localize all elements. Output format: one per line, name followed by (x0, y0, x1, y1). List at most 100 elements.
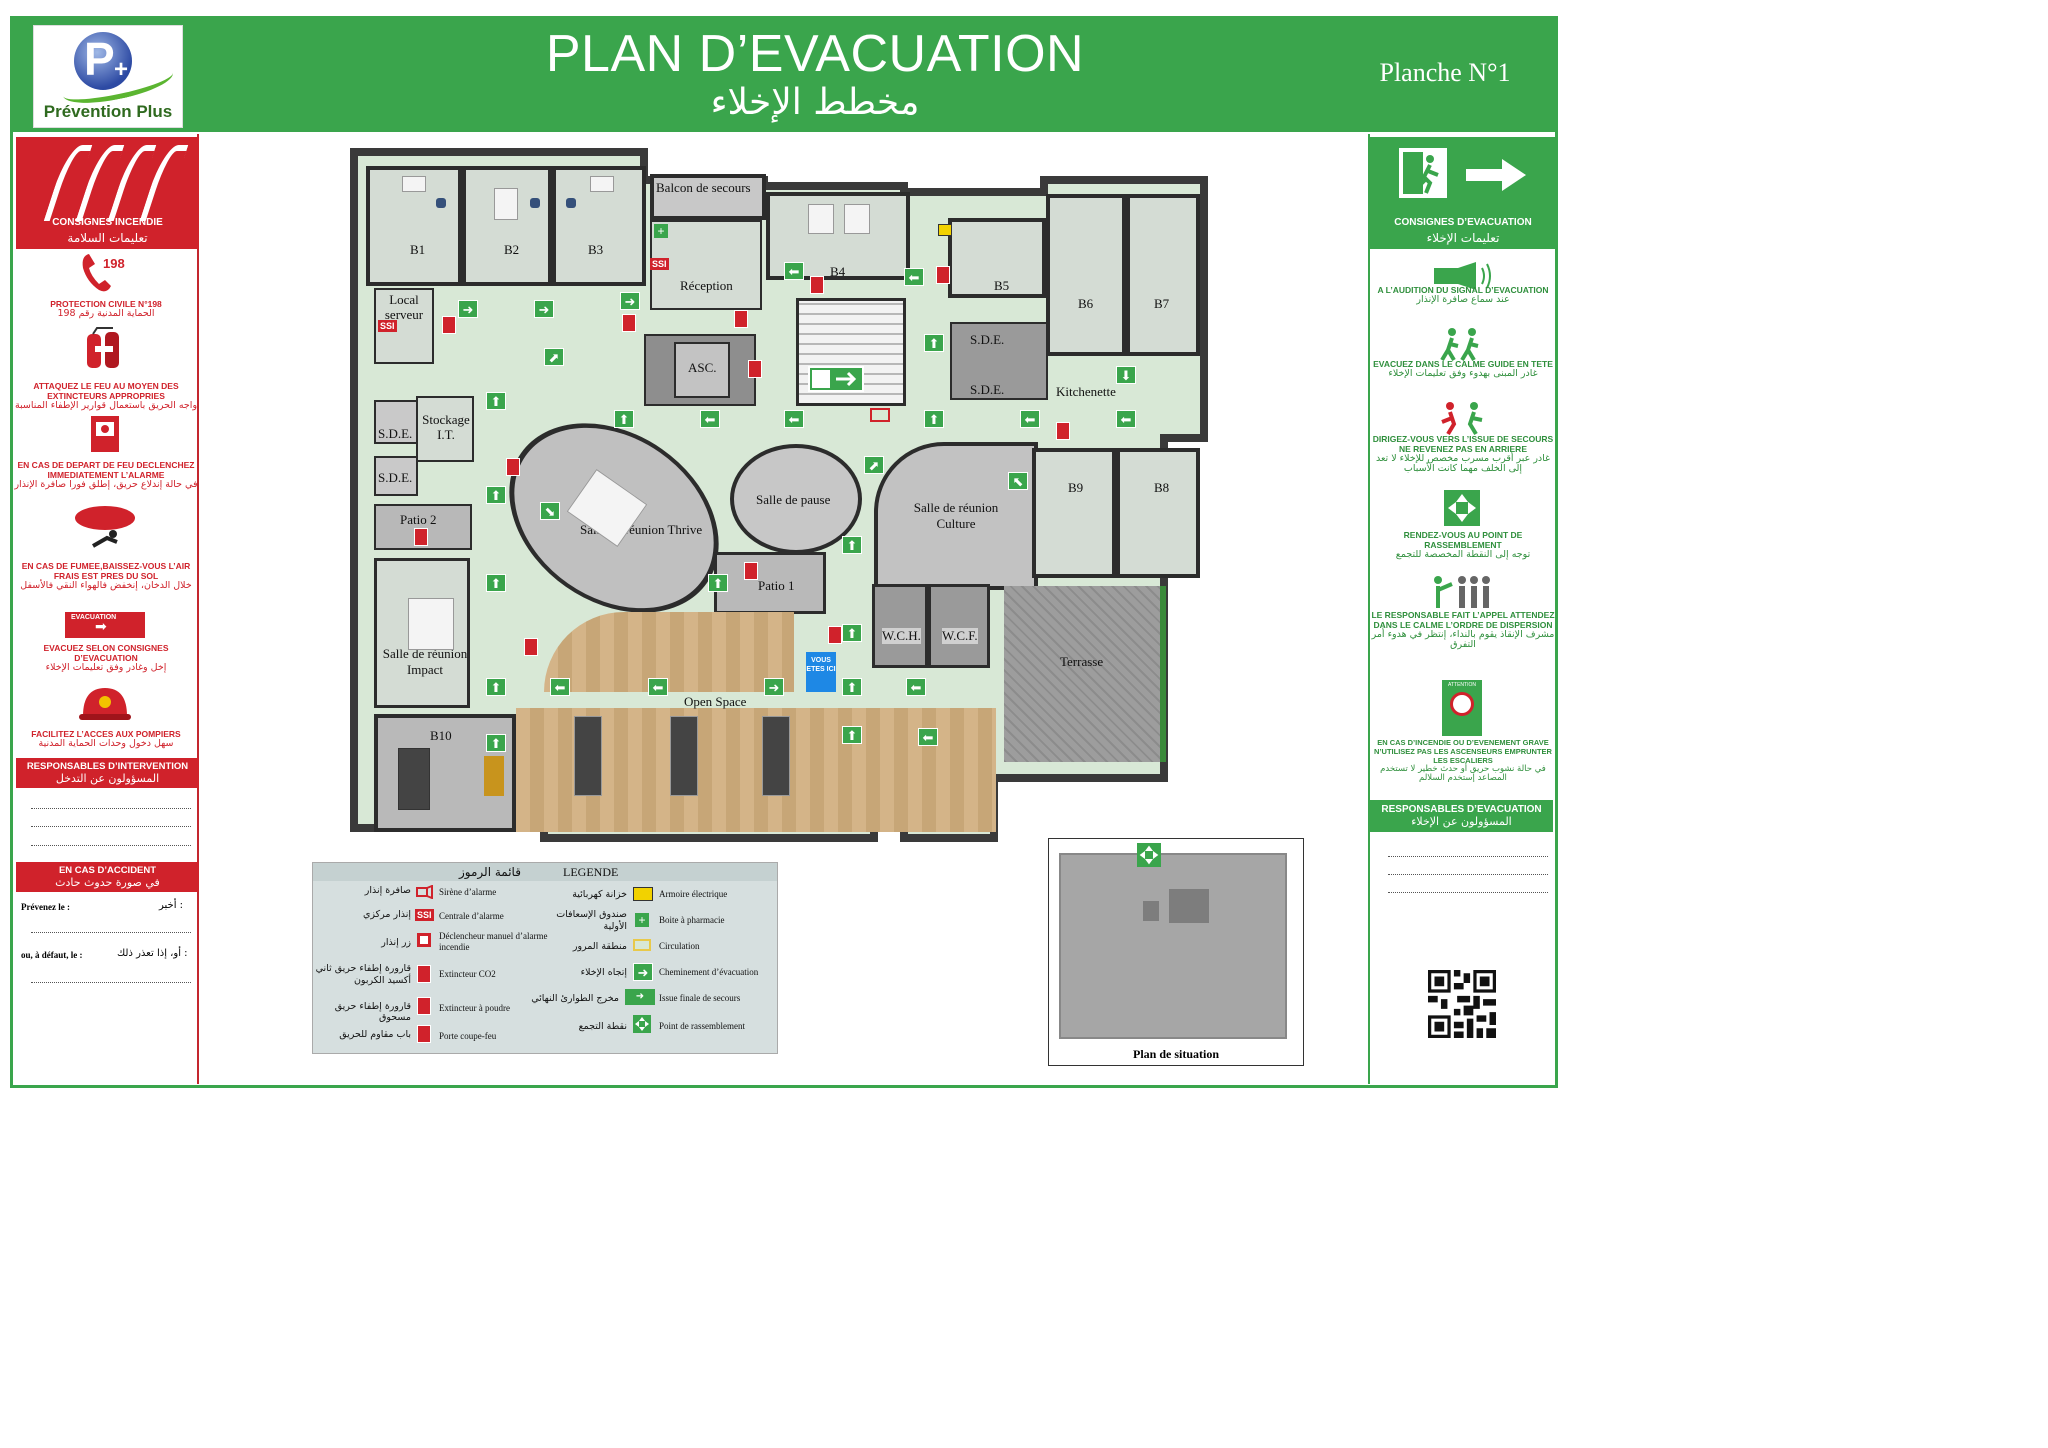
evacuation-arrow-icon: ⬆ (924, 334, 944, 352)
instruction-no-elevator: EN CAS D’INCENDIE OU D’EVENEMENT GRAVE N… (1374, 738, 1552, 783)
emergency-exit-icon (1399, 148, 1447, 198)
instruction-civil-protection: PROTECTION CIVILE N°198 الحماية المدنية … (50, 299, 162, 319)
evacuation-arrow-icon: ⬆ (486, 678, 506, 696)
extinguisher-icon (810, 276, 824, 294)
instruction-no-return: DIRIGEZ-VOUS VERS L’ISSUE DE SECOURS NE … (1372, 434, 1554, 474)
evacuation-arrow-icon: ⬅ (700, 410, 720, 428)
room-label-open-space: Open Space (684, 694, 747, 709)
evac-responsable-line-1[interactable] (1388, 856, 1548, 857)
legend-evac-route-ar: إتجاه الإخلاء (580, 967, 627, 978)
evac-responsable-line-2[interactable] (1388, 874, 1548, 875)
ssi-panel-reception: SSI (650, 258, 669, 270)
evacuation-arrow-icon: ➜ (534, 300, 554, 318)
floor-plan: B1 B2 B3 Balcon de secours Réception + S… (344, 138, 1214, 858)
legend-assembly: Point de rassemblement (659, 1021, 745, 1031)
office-b5[interactable] (948, 218, 1046, 298)
legend-assembly-ar: نقطة التجمع (578, 1021, 627, 1032)
room-label-kitchenette: Kitchenette (1056, 384, 1116, 399)
room-label-balcon: Balcon de secours (656, 180, 751, 195)
office-b2[interactable] (462, 166, 552, 286)
evacuation-arrow-icon: ⬅ (906, 678, 926, 696)
instruction-roll-call: LE RESPONSABLE FAIT L’APPEL ATTENDEZ DAN… (1371, 610, 1555, 650)
room-label-patio1: Patio 1 (758, 578, 795, 593)
evacuation-arrow-icon: ⬆ (842, 726, 862, 744)
room-label-patio2: Patio 2 (400, 512, 437, 527)
sde-right[interactable] (950, 322, 1048, 400)
evacuation-responsables-header: RESPONSABLES D’EVACUATION المسؤولون عن ا… (1370, 800, 1553, 832)
room-label-b5: B5 (994, 278, 1010, 293)
stockage-it[interactable] (416, 396, 474, 462)
salle-impact[interactable] (374, 558, 470, 708)
evacuation-arrow-icon: ⬈ (544, 348, 564, 366)
evacuation-arrow-icon: ⬆ (708, 574, 728, 592)
wc-hommes[interactable] (872, 584, 928, 668)
wc-femmes[interactable] (928, 584, 990, 668)
room-label-b1: B1 (410, 242, 426, 257)
room-label-wch: W.C.H. (882, 628, 921, 644)
responsable-line-1[interactable] (31, 808, 191, 809)
fire-instructions-title: CONSIGNES INCENDIE (52, 217, 163, 228)
evacuation-sign-icon: EVACUATION ➡ (65, 612, 145, 638)
evacuation-arrow-icon: ⬈ (864, 456, 884, 474)
ssi-panel-server: SSI (378, 320, 397, 332)
first-aid-icon: + (654, 224, 668, 238)
room-label-pause: Salle de pause (756, 492, 831, 507)
extinguisher-icon (622, 314, 636, 332)
electrical-cabinet-legend-icon (633, 887, 653, 901)
responsable-line-3[interactable] (31, 845, 191, 846)
circulation-legend-icon (633, 939, 651, 951)
office-b6[interactable] (1046, 194, 1126, 356)
siren-legend-icon (416, 885, 433, 899)
evacuation-arrow-icon: ⬉ (1008, 472, 1028, 490)
arrow-right-icon (1466, 159, 1526, 191)
legend: قائمة الرموز LEGENDE صافرة إنذار Sirène … (312, 862, 778, 1054)
you-are-here-marker: VOUS ETES ICI (806, 652, 836, 692)
prevenez-line[interactable] (31, 932, 191, 933)
room-label-b8: B8 (1154, 480, 1170, 495)
phone-icon: 198 (82, 254, 125, 292)
evacuation-route-legend-icon: ➜ (633, 963, 653, 981)
salle-de-pause[interactable] (730, 444, 862, 554)
situation-plan-label: Plan de situation (1132, 1047, 1219, 1061)
evacuation-arrow-icon: ⬅ (1020, 410, 1040, 428)
balcon-de-secours[interactable] (650, 174, 766, 220)
manual-call-point-icon (417, 933, 431, 947)
legend-pharmacy: Boite à pharmacie (659, 915, 725, 925)
fire-instructions-title-arabic: تعليمات السلامة (67, 231, 148, 245)
evacuation-arrow-icon: ⬆ (486, 574, 506, 592)
legend-co2: Extincteur CO2 (439, 969, 496, 979)
page-title-arabic: مخطط الإخلاء (710, 82, 920, 123)
responsable-line-2[interactable] (31, 826, 191, 827)
extinguisher-icon (506, 458, 520, 476)
defaut-line[interactable] (31, 982, 191, 983)
elevator[interactable] (674, 342, 730, 398)
legend-final-exit: Issue finale de secours (659, 993, 741, 1003)
office-b10[interactable] (374, 714, 516, 832)
evac-responsable-line-3[interactable] (1388, 892, 1548, 893)
legend-title-arabic: قائمة الرموز (459, 865, 521, 879)
reception[interactable] (650, 220, 762, 310)
extinguisher-icon (748, 360, 762, 378)
legend-evac-route: Cheminement d’évacuation (659, 967, 759, 977)
room-label-sde3: S.D.E. (970, 332, 1005, 347)
header-bar (10, 16, 1558, 132)
smoke-crawl-icon (75, 506, 135, 548)
office-b7[interactable] (1126, 194, 1200, 356)
roll-call-icon (1434, 576, 1490, 608)
alarm-siren-icon (870, 408, 890, 422)
no-elevator-icon: ATTENTION (1442, 680, 1482, 736)
evacuation-arrow-icon: ➜ (458, 300, 478, 318)
sde-left-1[interactable] (374, 400, 418, 444)
terrasse[interactable] (1004, 586, 1166, 762)
office-b9[interactable] (1032, 448, 1116, 578)
evacuation-arrow-icon: ⬆ (842, 678, 862, 696)
evacuation-arrow-icon: ⬆ (924, 410, 944, 428)
sde-left-2[interactable] (374, 456, 418, 496)
room-label-reception: Réception (680, 278, 733, 293)
defaut-label-arabic: أو، إذا تعذر ذلك : (117, 948, 188, 959)
office-b8[interactable] (1116, 448, 1200, 578)
legend-co2-ar: قارورة إطفاء حريق ثاني أكسيد الكربون (315, 963, 411, 986)
ssi-legend-icon: SSI (415, 909, 434, 921)
electrical-cabinet-icon (938, 224, 952, 236)
instruction-hear-signal: A L’AUDITION DU SIGNAL D’EVACUATION عند … (1377, 285, 1549, 305)
